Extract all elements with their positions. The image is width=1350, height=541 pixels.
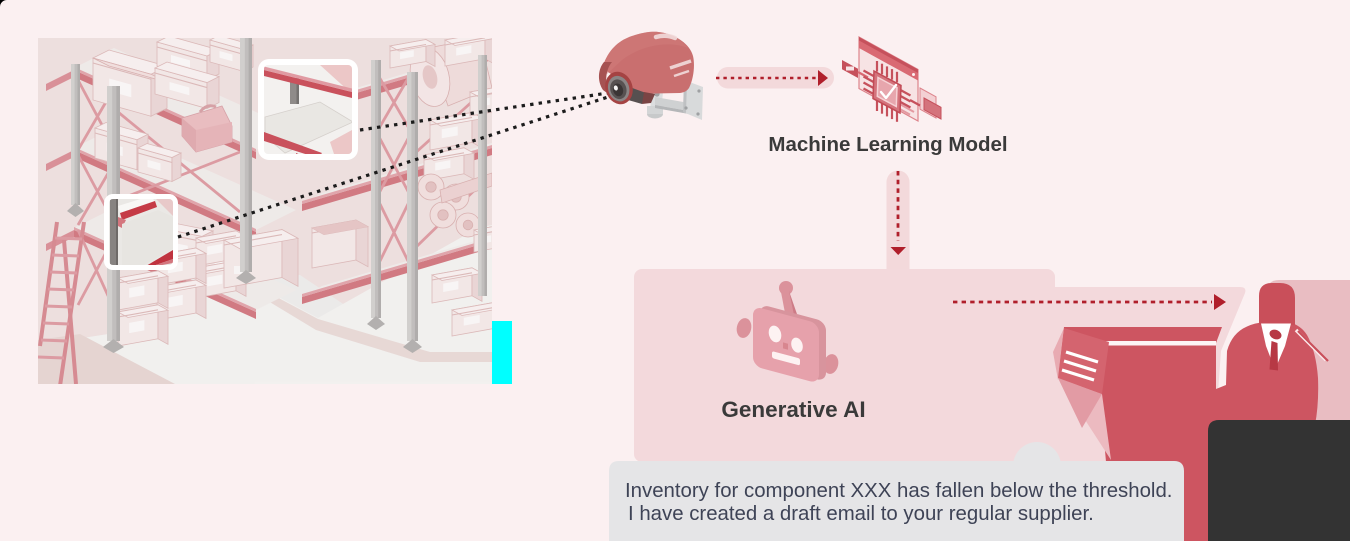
- svg-text:Inventory for component XXX ha: Inventory for component XXX has fallen b…: [625, 480, 1172, 502]
- svg-text:I have created a draft email t: I have created a draft email to your reg…: [628, 503, 1094, 525]
- svg-text:Generative AI: Generative AI: [721, 397, 865, 422]
- svg-text:Machine Learning Model: Machine Learning Model: [768, 133, 1007, 156]
